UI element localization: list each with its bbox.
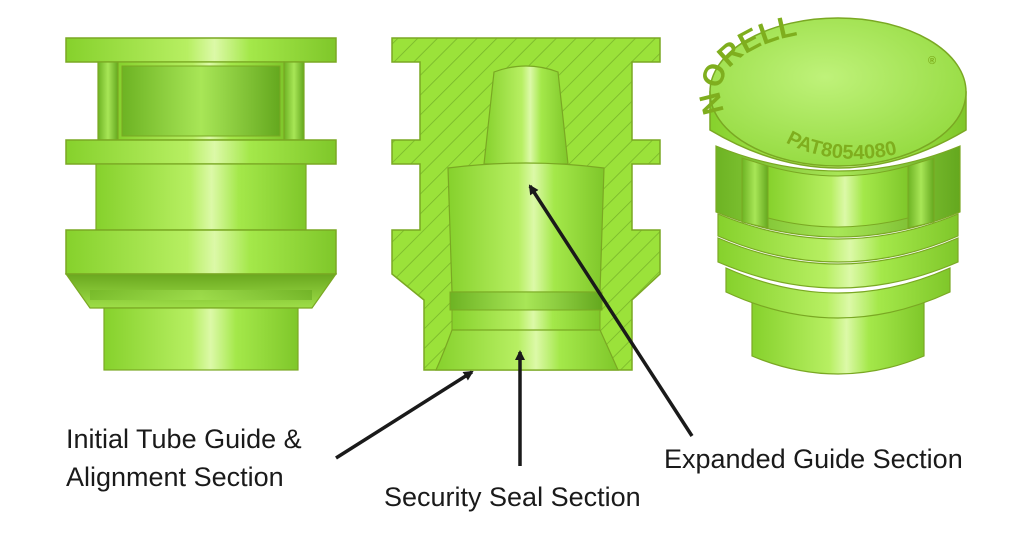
cap3d-top-face — [709, 17, 967, 167]
arrow-expanded-guide — [528, 184, 694, 437]
window-band-right-post — [283, 61, 305, 141]
cap3d-window-post-left — [741, 157, 769, 229]
cap3d-ring-3 — [725, 267, 951, 319]
flared-mouth — [435, 329, 619, 371]
cap3d-ring-2 — [717, 237, 959, 289]
seal-ring-upper — [449, 291, 603, 311]
body-cylinder — [95, 163, 307, 231]
expanded-guide-cavity — [447, 162, 605, 293]
label-initial-tube-guide-line2: Alignment Section — [66, 462, 284, 492]
cap-3d-view: NORELL ® PAT8054080 — [694, 10, 967, 375]
bottom-tip — [103, 307, 299, 371]
cap3d-window-post-right — [907, 157, 935, 229]
top-flange — [65, 37, 337, 63]
arrow-initial-guide — [335, 370, 474, 460]
upper-bore — [483, 65, 569, 165]
bevel-band — [90, 290, 312, 300]
seal-ring-lower — [451, 309, 601, 331]
cap-cross-section — [391, 37, 661, 371]
callout-arrows — [335, 184, 694, 466]
cap-side-view — [64, 37, 338, 371]
lower-flange — [65, 229, 337, 275]
window-band-left-post — [97, 61, 119, 141]
label-expanded-guide: Expanded Guide Section — [664, 444, 963, 474]
label-initial-tube-guide-line1: Initial Tube Guide & — [66, 424, 302, 454]
label-security-seal: Security Seal Section — [384, 482, 641, 512]
cap3d-bottom-tip — [751, 299, 925, 375]
cap-registered-mark: ® — [928, 55, 936, 67]
cap3d-ring-1 — [717, 213, 959, 263]
window-opening — [121, 65, 281, 137]
middle-flange — [65, 139, 337, 165]
